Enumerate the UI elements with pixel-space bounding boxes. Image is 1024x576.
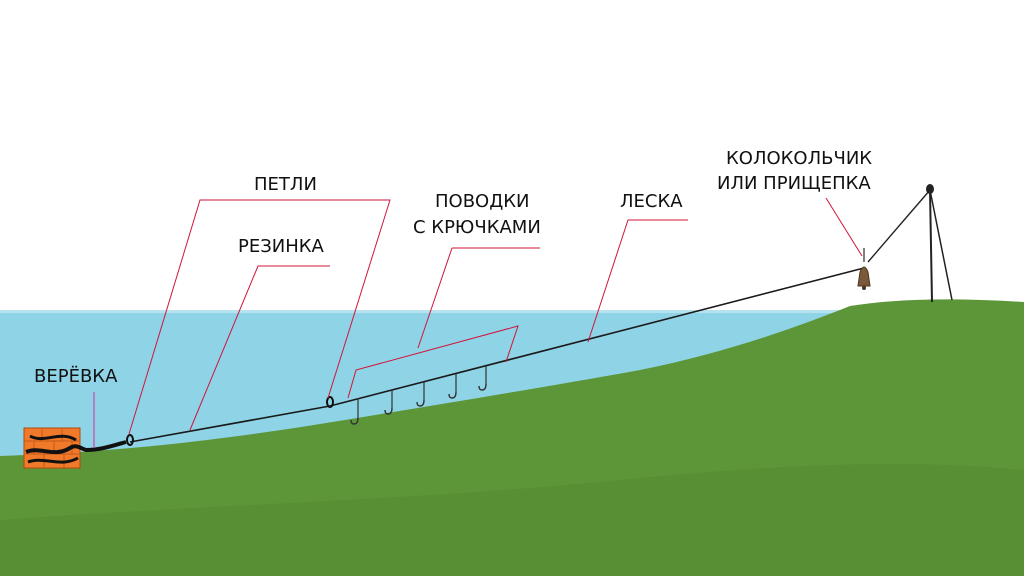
- label-rope: ВЕРЁВКА: [34, 366, 118, 387]
- label-bell-2: ИЛИ ПРИЩЕПКА: [717, 173, 871, 194]
- leader-hook: [416, 382, 425, 407]
- rope-wrap: [27, 434, 79, 464]
- leaders-pointer-up: [417, 247, 453, 349]
- label-fishing-line: ЛЕСКА: [620, 191, 683, 212]
- ground-shadow: [0, 464, 1024, 576]
- leaders-pointer: [347, 325, 519, 399]
- bell-pointer: [825, 197, 863, 257]
- rubber-pointer: [189, 265, 330, 431]
- label-leaders-2: С КРЮЧКАМИ: [413, 217, 541, 238]
- leader-hook: [478, 366, 487, 391]
- label-rubber: РЕЗИНКА: [238, 236, 325, 257]
- fishing-line: [329, 267, 865, 407]
- rubber-line: [129, 405, 331, 443]
- leader-hook: [350, 398, 359, 425]
- loop-1: [126, 434, 134, 446]
- water-surface: [0, 310, 1024, 313]
- rope: [25, 440, 127, 455]
- rod-stand: [867, 184, 953, 303]
- bell: [857, 248, 871, 290]
- label-bell-1: КОЛОКОЛЬЧИК: [726, 148, 872, 169]
- label-loops: ПЕТЛИ: [254, 174, 317, 195]
- ground: [0, 299, 1024, 576]
- label-leaders-1: ПОВОДКИ: [435, 191, 530, 212]
- leader-hook: [384, 390, 393, 415]
- loops-pointer: [128, 199, 391, 435]
- leader-hook: [448, 374, 457, 399]
- loop-2: [326, 396, 334, 408]
- line-pointer: [587, 219, 688, 343]
